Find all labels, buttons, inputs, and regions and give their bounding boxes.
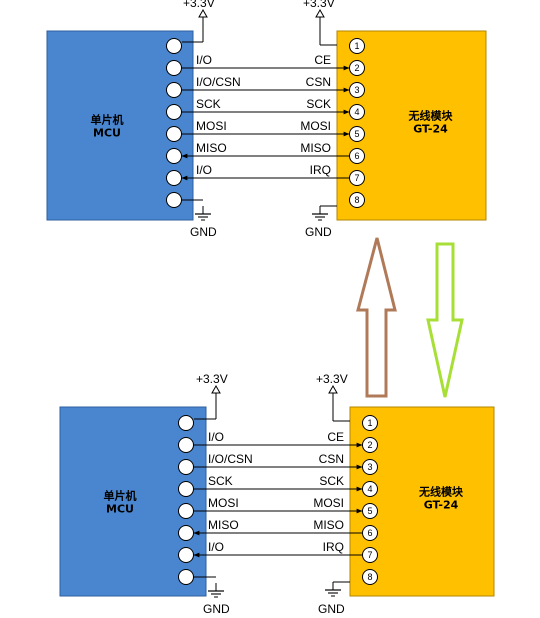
radio-supply-label: +3.3V xyxy=(303,0,335,10)
mcu-subtitle: MCU xyxy=(93,127,121,140)
radio-pin-number: 8 xyxy=(354,195,359,205)
mcu-pin xyxy=(166,170,182,186)
radio-pin xyxy=(362,525,378,541)
signal-label-mcu: I/O/CSN xyxy=(196,75,241,89)
mcu-ground-label: GND xyxy=(190,225,217,239)
mcu-pin xyxy=(178,437,194,453)
radio-pin-number: 3 xyxy=(354,85,359,95)
mcu-pin xyxy=(178,481,194,497)
mcu-pin xyxy=(178,503,194,519)
radio-supply-triangle xyxy=(315,8,325,18)
mcu-supply-label: +3.3V xyxy=(183,0,215,10)
radio-block xyxy=(349,406,495,597)
signal-label-radio: CE xyxy=(327,430,344,444)
mcu-pin xyxy=(178,415,194,431)
radio-pin-number: 6 xyxy=(354,151,359,161)
radio-pin-number: 3 xyxy=(367,462,372,472)
signal-label-mcu: MOSI xyxy=(196,119,227,133)
signal-label-mcu: I/O xyxy=(208,540,224,554)
mcu-pin xyxy=(178,459,194,475)
downward-transfer-arrow xyxy=(426,242,464,398)
signal-label-mcu: MISO xyxy=(208,518,239,532)
radio-pin-number: 6 xyxy=(367,528,372,538)
signal-label-radio: SCK xyxy=(306,97,331,111)
radio-pin-number: 1 xyxy=(354,41,359,51)
signal-label-radio: MOSI xyxy=(300,119,331,133)
radio-title: 无线模块 xyxy=(408,109,454,123)
signal-label-radio: MOSI xyxy=(313,496,344,510)
radio-supply-label: +3.3V xyxy=(316,372,348,386)
mcu-pin xyxy=(178,525,194,541)
radio-pin-number: 4 xyxy=(354,107,359,117)
signal-label-radio: IRQ xyxy=(310,163,331,177)
mcu-pin xyxy=(166,104,182,120)
mcu-pin xyxy=(166,82,182,98)
radio-pin-number: 5 xyxy=(367,506,372,516)
radio-pin xyxy=(349,148,365,164)
upward-transfer-arrow xyxy=(356,237,397,398)
radio-ground-label: GND xyxy=(318,602,345,616)
signal-label-mcu: SCK xyxy=(208,474,233,488)
signal-label-mcu: SCK xyxy=(196,97,221,111)
radio-subtitle: GT-24 xyxy=(413,123,448,136)
mcu-pin xyxy=(166,126,182,142)
mcu-supply-triangle xyxy=(211,384,221,394)
signal-label-radio: MISO xyxy=(313,518,344,532)
radio-pin xyxy=(349,170,365,186)
radio-pin-number: 7 xyxy=(367,550,372,560)
signal-label-mcu: I/O/CSN xyxy=(208,452,253,466)
signal-label-mcu: I/O xyxy=(208,430,224,444)
radio-pin xyxy=(362,547,378,563)
mcu-title: 单片机 xyxy=(104,489,137,503)
radio-pin-number: 8 xyxy=(367,572,372,582)
mcu-pin xyxy=(166,38,182,54)
radio-subtitle: GT-24 xyxy=(424,499,459,512)
transfer-arrows xyxy=(356,237,464,398)
mcu-pin xyxy=(166,192,182,208)
radio-pin-number: 1 xyxy=(367,418,372,428)
signal-label-radio: SCK xyxy=(319,474,344,488)
mcu-supply-label: +3.3V xyxy=(196,372,228,386)
mcu-pin xyxy=(178,547,194,563)
mcu-title: 单片机 xyxy=(91,113,124,127)
radio-pin-number: 4 xyxy=(367,484,372,494)
radio-ground-label: GND xyxy=(305,225,332,239)
radio-block xyxy=(336,30,487,221)
radio-pin-number: 2 xyxy=(367,440,372,450)
radio-pin xyxy=(349,192,365,208)
signal-label-mcu: MOSI xyxy=(208,496,239,510)
signal-label-mcu: I/O xyxy=(196,53,212,67)
radio-pin-number: 7 xyxy=(354,173,359,183)
signal-label-mcu: MISO xyxy=(196,141,227,155)
signal-label-radio: IRQ xyxy=(323,540,344,554)
signal-label-radio: CSN xyxy=(306,75,331,89)
signal-label-mcu: I/O xyxy=(196,163,212,177)
signal-label-radio: MISO xyxy=(300,141,331,155)
radio-pin xyxy=(349,38,365,54)
radio-pin-number: 2 xyxy=(354,63,359,73)
radio-pin xyxy=(362,415,378,431)
mcu-pin xyxy=(178,569,194,585)
signal-label-radio: CSN xyxy=(319,452,344,466)
radio-title: 无线模块 xyxy=(418,485,464,499)
radio-pin xyxy=(362,569,378,585)
mcu-subtitle: MCU xyxy=(106,503,134,516)
signal-label-radio: CE xyxy=(314,53,331,67)
radio-pin-number: 5 xyxy=(354,129,359,139)
mcu-pin xyxy=(166,60,182,76)
mcu-ground-label: GND xyxy=(203,602,230,616)
radio-supply-triangle xyxy=(328,384,338,394)
mcu-pin xyxy=(166,148,182,164)
mcu-supply-triangle xyxy=(198,8,208,18)
